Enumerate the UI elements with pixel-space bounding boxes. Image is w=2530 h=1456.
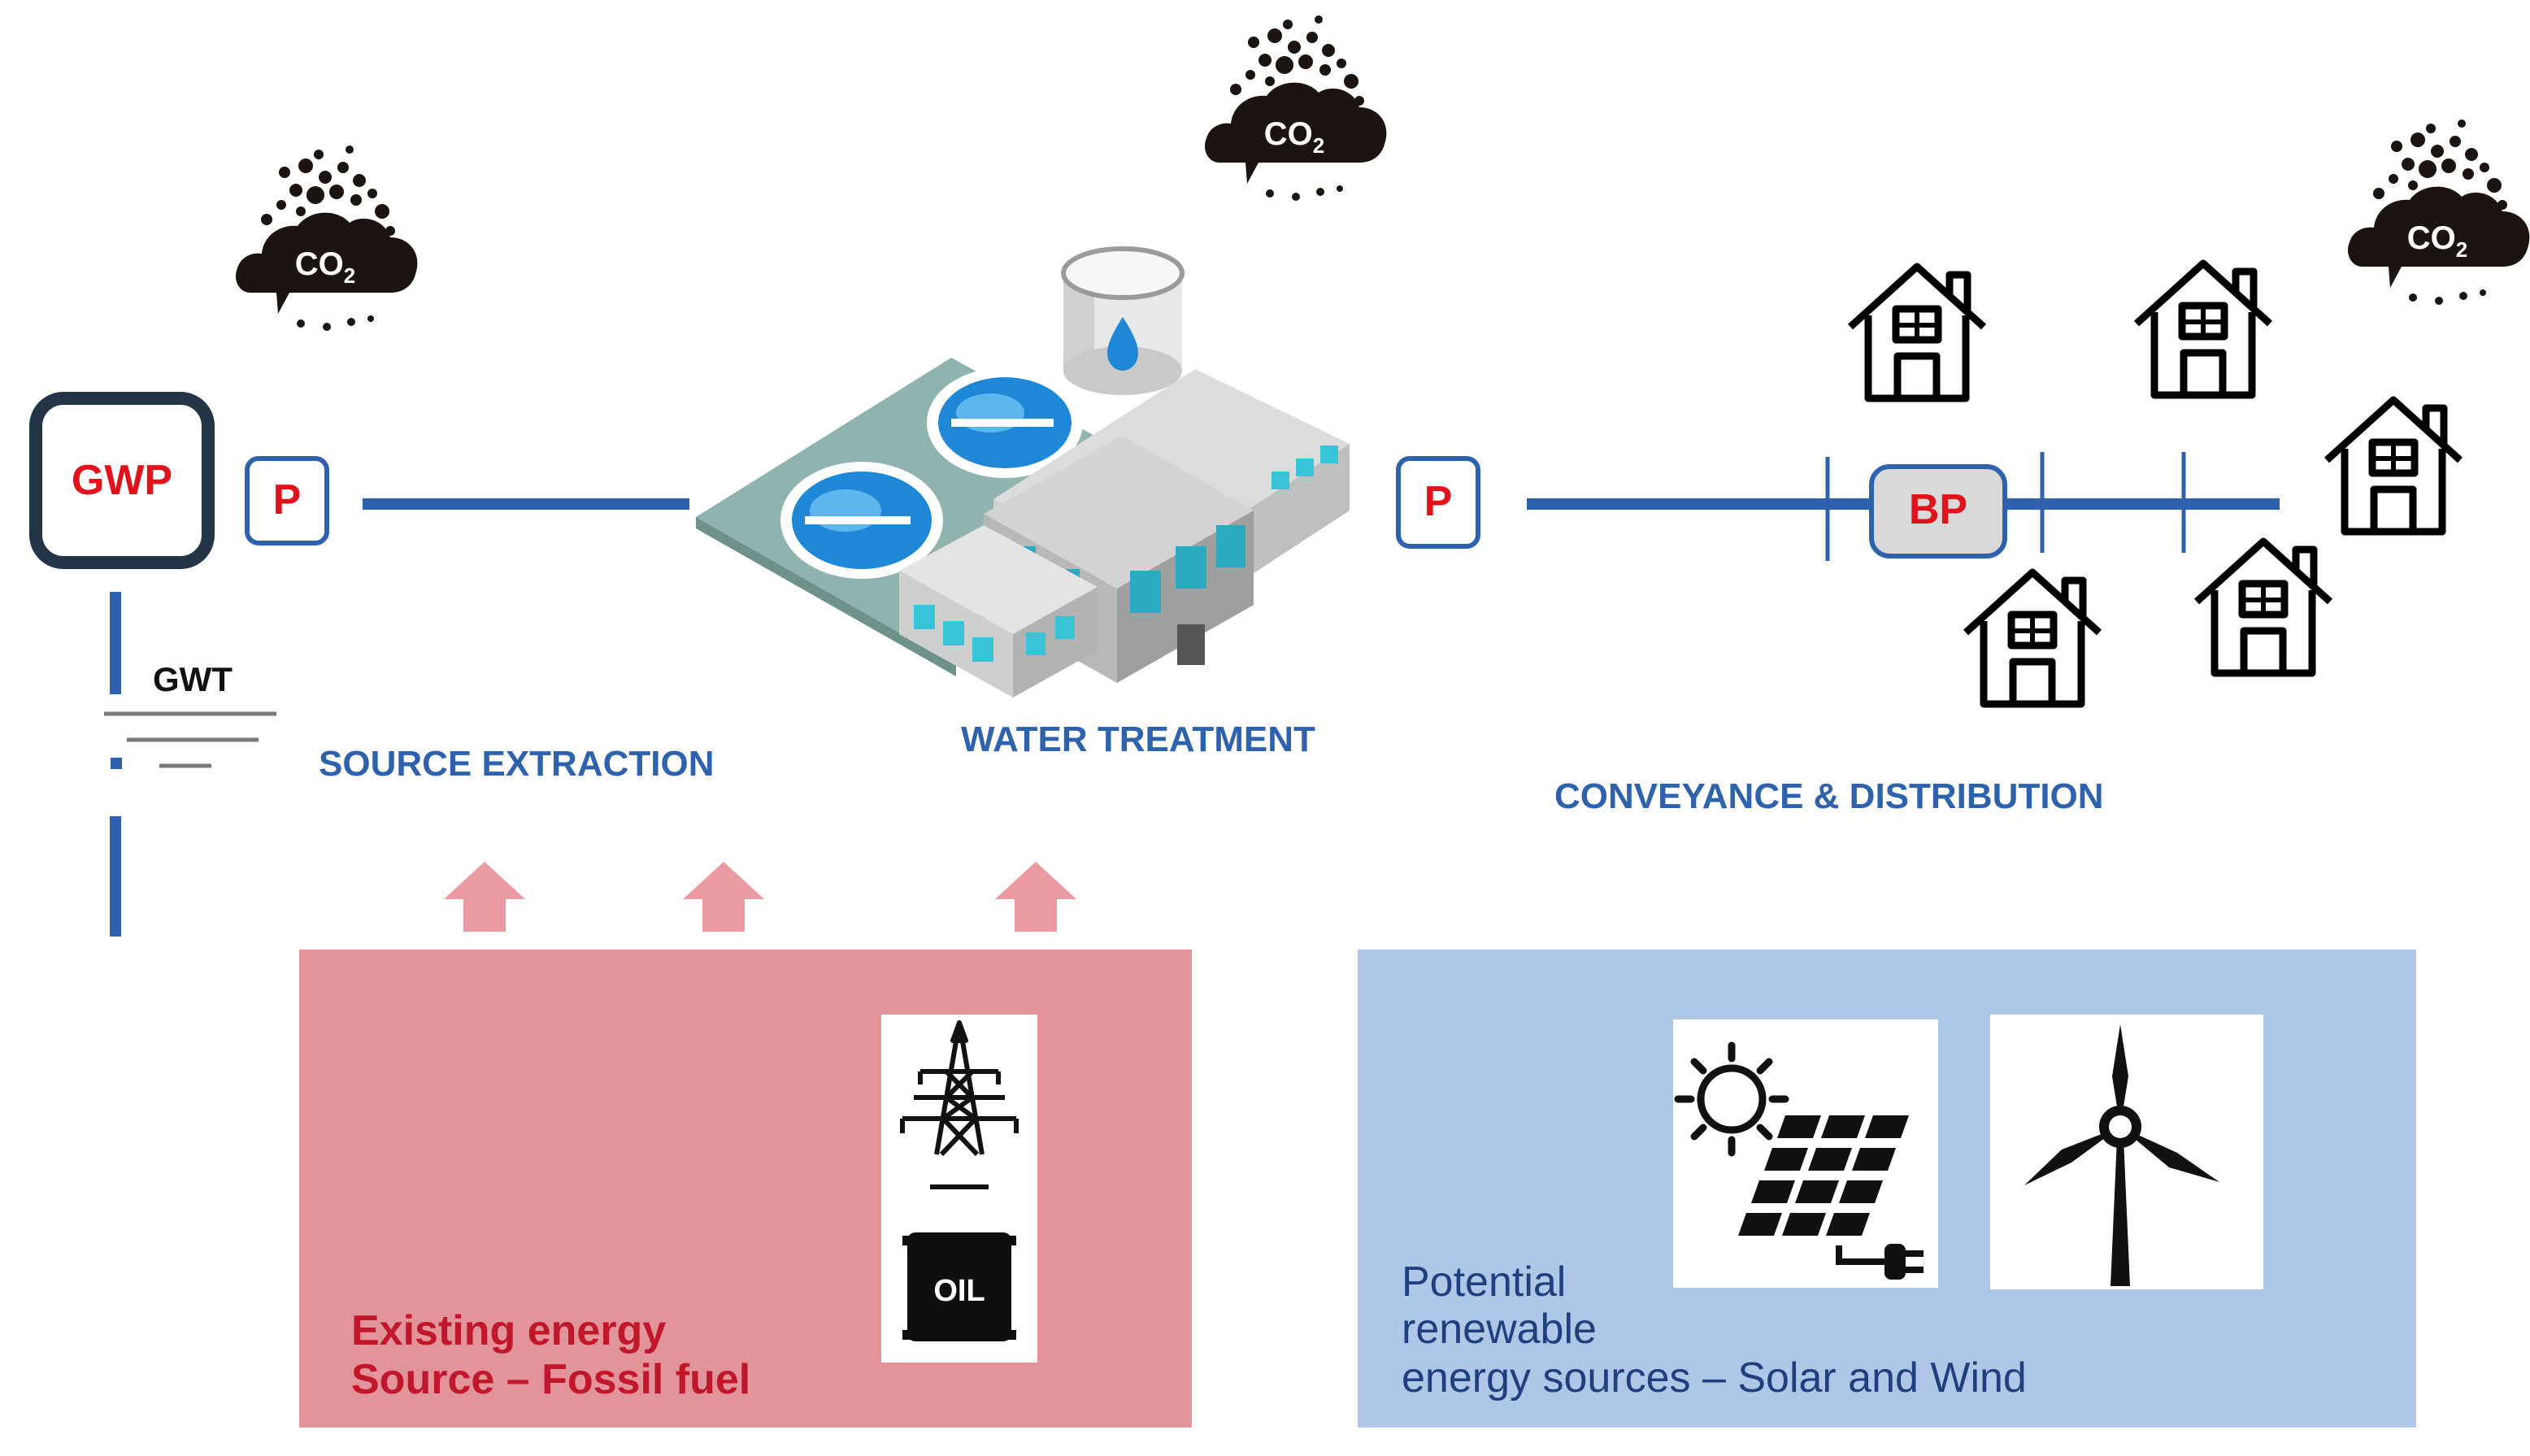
co2-cloud-icon <box>1204 15 1387 201</box>
energy-arrows <box>444 862 1076 932</box>
renewable-line2: renewable <box>1402 1306 1597 1353</box>
house-icon <box>2137 263 2270 395</box>
pump-label: P <box>273 476 302 524</box>
fossil-energy-box: OIL Existing energy Source – Fossil fuel <box>299 950 1192 1428</box>
oil-label: OIL <box>933 1274 985 1308</box>
pump-label: P <box>1424 478 1453 525</box>
existing-energy-line2: Source – Fossil fuel <box>351 1356 750 1403</box>
gwp-label: GWP <box>72 457 172 504</box>
house-icon <box>2197 541 2330 673</box>
co2-cloud-icon <box>235 146 418 331</box>
gwt-label: GWT <box>153 660 233 698</box>
conveyance-label: CONVEYANCE & DISTRIBUTION <box>1554 776 2104 816</box>
existing-energy-line1: Existing energy <box>351 1307 666 1354</box>
solar-panel-icon <box>1674 1041 1924 1280</box>
booster-pump: BP <box>1869 464 2007 558</box>
renewable-energy-box: Potential renewable energy sources – Sol… <box>1358 950 2416 1428</box>
oil-barrel-icon: OIL <box>902 1232 1016 1341</box>
water-treatment-label: WATER TREATMENT <box>961 719 1315 759</box>
source-extraction-label: SOURCE EXTRACTION <box>319 744 714 784</box>
power-tower-icon <box>900 1020 1019 1189</box>
co2-cloud-icon <box>2347 120 2530 305</box>
renewable-line1: Potential <box>1402 1258 1566 1306</box>
well-shaft: GWT <box>104 592 276 937</box>
pump-1: P <box>245 456 329 545</box>
house-icon <box>1850 267 1984 398</box>
house-icon <box>1966 572 2099 704</box>
pump-2: P <box>1396 456 1480 549</box>
wind-turbine-icon <box>2024 1024 2219 1286</box>
house-icon <box>2327 400 2460 532</box>
renewable-line3: energy sources – Solar and Wind <box>1402 1354 2027 1402</box>
water-treatment-plant-icon <box>696 246 1350 698</box>
ground-water-pump: GWP <box>29 392 215 569</box>
bp-label: BP <box>1909 486 1967 533</box>
